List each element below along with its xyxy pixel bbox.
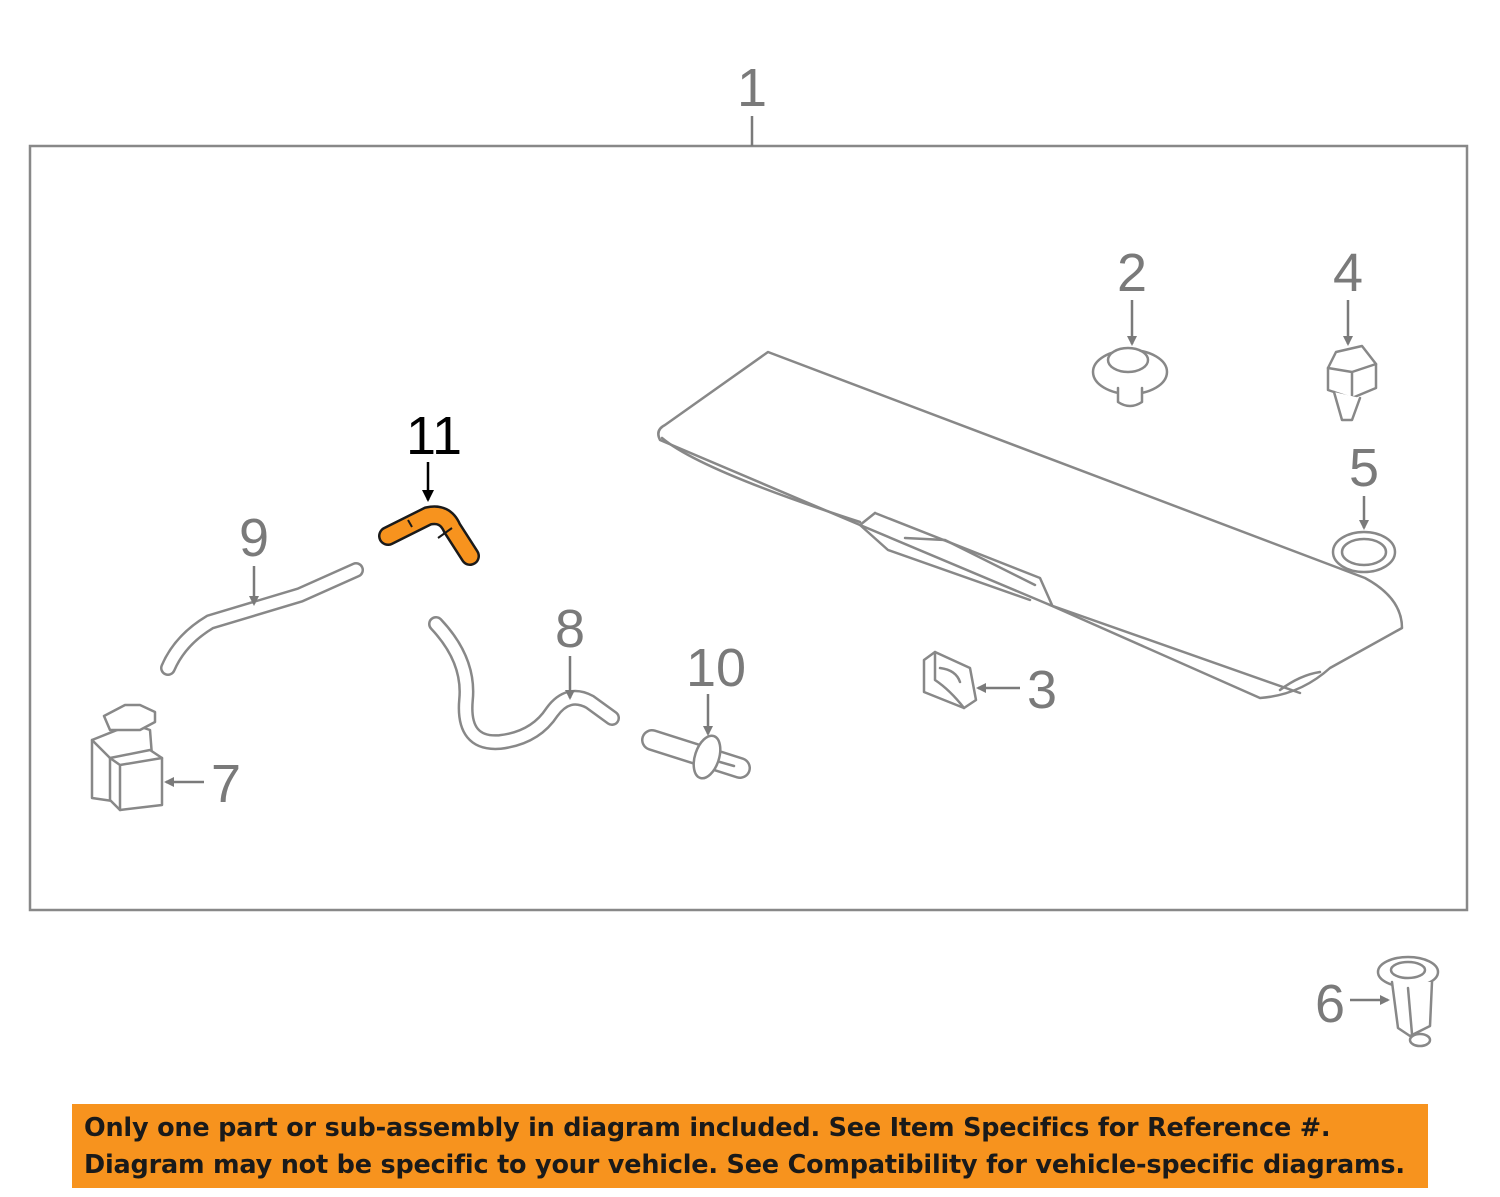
disclaimer-banner: Only one part or sub-assembly in diagram… <box>72 1104 1428 1188</box>
callout-6: 6 <box>1315 974 1345 1034</box>
disclaimer-line-1: Only one part or sub-assembly in diagram… <box>84 1113 1331 1143</box>
nut-clip-part-3 <box>922 650 978 710</box>
push-clip-part-2 <box>1091 346 1169 408</box>
callout-11: 11 <box>406 406 462 466</box>
callout-4: 4 <box>1333 243 1363 303</box>
callout-5: 5 <box>1349 438 1379 498</box>
disclaimer-line-2: Diagram may not be specific to your vehi… <box>84 1150 1405 1180</box>
callout-10: 10 <box>686 638 746 698</box>
clip-part-4 <box>1326 344 1378 422</box>
pin-part-10 <box>641 729 751 780</box>
callout-2: 2 <box>1117 243 1147 303</box>
callout-9: 9 <box>239 508 269 568</box>
latch-part-7 <box>90 703 164 812</box>
elbow-hose-part-11 <box>378 505 480 566</box>
hose-part-8 <box>428 616 620 751</box>
washer-part-5 <box>1331 530 1397 574</box>
hose-part-9 <box>160 562 364 676</box>
retainer-part-6 <box>1376 955 1440 1048</box>
callout-7: 7 <box>211 754 241 814</box>
assembly-frame <box>28 144 1469 912</box>
callout-8: 8 <box>555 599 585 659</box>
callout-3: 3 <box>1027 660 1057 720</box>
callout-1: 1 <box>737 58 767 118</box>
trim-panel-part <box>657 350 1404 700</box>
